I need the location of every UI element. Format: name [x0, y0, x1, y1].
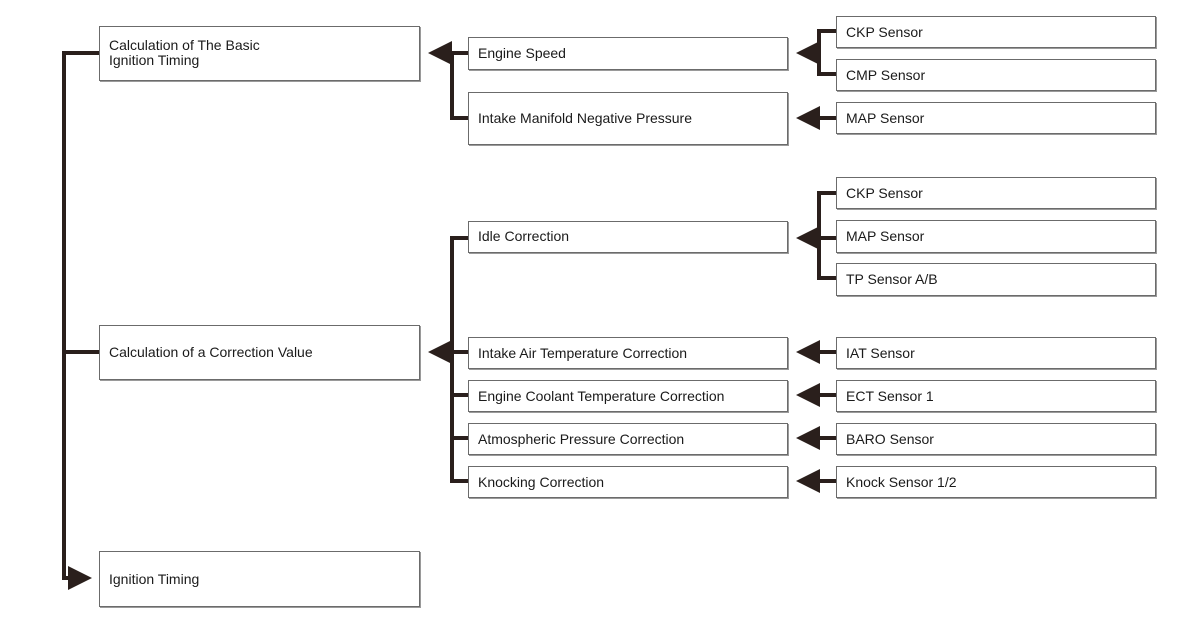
ect-sensor-box: ECT Sensor 1 — [836, 380, 1156, 412]
ect-correction-label: Engine Coolant Temperature Correction — [478, 387, 725, 404]
cmp-sensor-box: CMP Sensor — [836, 59, 1156, 91]
ckp-sensor-label: CKP Sensor — [846, 23, 923, 40]
ckp-sensor-idle-label: CKP Sensor — [846, 184, 923, 201]
map-sensor-idle-label: MAP Sensor — [846, 228, 925, 244]
ignition-timing-label: Ignition Timing — [109, 570, 200, 587]
ignition-timing-box: Ignition Timing — [99, 551, 420, 607]
iat-correction-label: Intake Air Temperature Correction — [478, 344, 688, 361]
calc-correction-box: Calculation of a Correction Value — [99, 325, 420, 380]
iat-correction-box: Intake Air Temperature Correction — [468, 337, 788, 369]
baro-correction-box: Atmospheric Pressure Correction — [468, 423, 788, 455]
ect-sensor-label: ECT Sensor 1 — [846, 387, 934, 404]
connector-correction-trunk — [450, 236, 469, 483]
intake-manifold-label: Intake Manifold Negative Pressure — [478, 110, 692, 126]
knock-sensor-box: Knock Sensor 1/2 — [836, 466, 1156, 498]
intake-manifold-box: Intake Manifold Negative Pressure — [468, 92, 788, 145]
ckp-sensor-box: CKP Sensor — [836, 16, 1156, 48]
connector-basic-trunk — [450, 51, 469, 120]
engine-speed-box: Engine Speed — [468, 37, 788, 70]
map-sensor-idle-box: MAP Sensor — [836, 220, 1156, 253]
idle-correction-label: Idle Correction — [478, 228, 570, 244]
knock-correction-box: Knocking Correction — [468, 466, 788, 498]
knock-sensor-label: Knock Sensor 1/2 — [846, 473, 957, 490]
calc-basic-line2: Ignition Timing — [109, 52, 200, 68]
ect-correction-box: Engine Coolant Temperature Correction — [468, 380, 788, 412]
calc-correction-label: Calculation of a Correction Value — [109, 344, 313, 360]
baro-correction-label: Atmospheric Pressure Correction — [478, 430, 685, 447]
connector-idle-trunk — [817, 191, 836, 280]
calc-basic-line1: Calculation of The Basic — [109, 37, 260, 53]
baro-sensor-label: BARO Sensor — [846, 430, 934, 447]
idle-correction-box: Idle Correction — [468, 221, 788, 253]
iat-sensor-label: IAT Sensor — [846, 344, 915, 361]
tp-sensor-label: TP Sensor A/B — [846, 271, 938, 287]
connector-ckp-cmp-trunk — [817, 29, 836, 76]
cmp-sensor-label: CMP Sensor — [846, 66, 926, 83]
connector-main-trunk — [62, 51, 100, 590]
ckp-sensor-idle-box: CKP Sensor — [836, 177, 1156, 209]
calc-basic-ignition-box: Calculation of The Basic Ignition Timing — [99, 26, 420, 81]
map-sensor-label: MAP Sensor — [846, 109, 925, 126]
engine-speed-label: Engine Speed — [478, 45, 566, 61]
iat-sensor-box: IAT Sensor — [836, 337, 1156, 369]
baro-sensor-box: BARO Sensor — [836, 423, 1156, 455]
tp-sensor-box: TP Sensor A/B — [836, 263, 1156, 296]
map-sensor-box: MAP Sensor — [836, 102, 1156, 134]
knock-correction-label: Knocking Correction — [478, 473, 605, 490]
